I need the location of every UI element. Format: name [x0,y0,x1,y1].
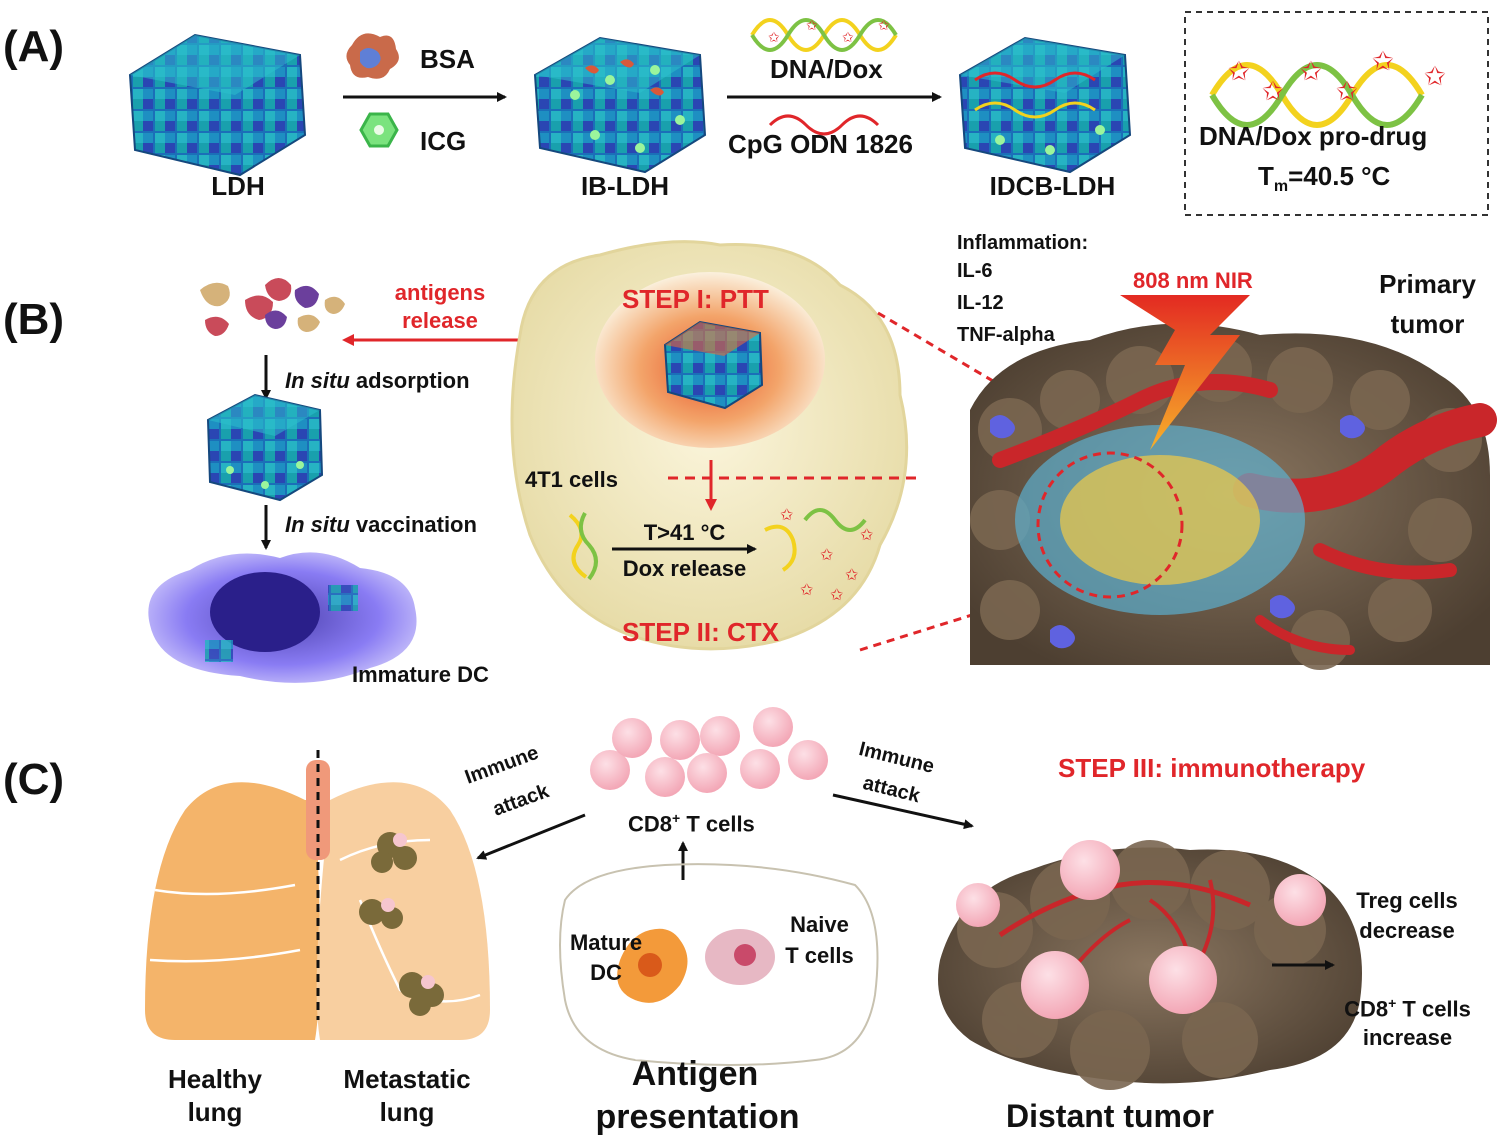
adsorbed-ldh-crystal [206,393,324,502]
naive-t-cells-label-1: Naive [790,912,849,937]
cells-4t1-label: 4T1 cells [525,467,618,492]
il12-label: IL-12 [957,292,1004,314]
cd8-superscript: + [672,810,681,826]
immature-dc-label: Immature DC [352,662,489,687]
cd8inc-rest: T cells [1396,996,1471,1022]
cpg-odn-label: CpG ODN 1826 [728,129,913,159]
svg-text:✩: ✩ [860,525,874,544]
in-situ-adsorption-label: In situ adsorption [285,368,470,393]
treg-cells-label-1: Treg cells [1356,888,1458,913]
tm-subscript: m [1273,178,1289,196]
step1-label: STEP I: PTT [622,284,769,314]
idcb-ldh-crystal [958,36,1132,174]
nir-lightning-bolt [1120,295,1250,450]
svg-text:✩: ✩ [878,18,890,34]
mature-dc-label-1: Mature [569,930,643,955]
immature-dc-cell [148,552,417,683]
tnf-alpha-label: TNF-alpha [957,324,1055,346]
bsa-protein-icon [346,33,399,79]
adsorption-rest: adsorption [349,368,470,393]
arrow-immune-attack-right [832,793,974,830]
tm-value: =40.5 °C [1288,161,1391,191]
vaccination-rest: vaccination [349,512,477,537]
antigen-fragments [200,278,345,336]
temperature-label: T>41 °C [643,520,726,545]
distant-tumor [938,840,1362,1090]
step3-label: STEP III: immunotherapy [1058,753,1366,783]
in-situ-vaccination-label: In situ vaccination [285,512,477,537]
dna-dox-strand-icon: ✩ ✩ ✩ ✩ [750,18,898,52]
metastatic-lung-label-1: Metastatic [343,1064,471,1094]
prodrug-strand-icon: ✩ ✩ ✩ ✩ ✩ ✩ [1209,47,1446,128]
cd8inc-text: CD8 [1344,996,1389,1022]
antigen-presentation-label-2: presentation [595,1098,800,1136]
healthy-lung-label-2: lung [187,1097,243,1127]
svg-text:✩: ✩ [820,545,834,564]
step2-label: STEP II: CTX [622,617,779,647]
arrow-immune-attack-left [476,813,586,860]
ldh-crystal [128,33,307,177]
antigens-release-label-1: antigens [394,280,486,305]
svg-text:✩: ✩ [768,30,780,46]
antigens-release-label-2: release [402,308,478,333]
metastatic-lung-label-2: lung [379,1097,435,1127]
cd8-increase-label-2: increase [1362,1025,1453,1050]
svg-text:✩: ✩ [1262,77,1284,107]
cd8-t-cells-label: CD8+ T cells [628,810,755,837]
naive-t-cells-label-2: T cells [785,943,854,968]
treg-cells-label-2: decrease [1359,918,1455,943]
icg-label: ICG [420,126,467,156]
svg-text:✩: ✩ [842,30,854,46]
tm-symbol: T [1258,161,1274,191]
svg-text:✩: ✩ [1300,57,1322,87]
svg-text:✩: ✩ [1372,47,1394,77]
vaccination-italic: In situ [285,512,350,537]
released-dox-strands-icon: ✩ ✩ ✩ ✩ ✩ ✩ [764,505,874,604]
dox-strand-icon [568,512,598,581]
adsorption-italic: In situ [285,368,350,393]
mature-dc-label-2: DC [590,960,622,985]
antigen-presentation-cell [559,863,879,1066]
primary-tumor-scene [970,323,1497,670]
svg-text:✩: ✩ [1228,57,1250,87]
svg-text:✩: ✩ [830,585,844,604]
svg-text:✩: ✩ [780,505,794,524]
svg-text:✩: ✩ [1424,62,1446,92]
primary-tumor-label-2: tumor [1390,309,1465,339]
panel-c-label: (C) [3,755,65,804]
panel-a-label: (A) [3,22,65,71]
dox-release-label: Dox release [622,556,747,581]
tm-label: Tm=40.5 °C [1258,161,1391,197]
nir-label: 808 nm NIR [1133,268,1253,293]
inflammation-label: Inflammation: [957,232,1089,254]
il6-label: IL-6 [957,260,993,282]
cpg-odn-strand-icon [768,114,880,136]
cd8-increase-label-1: CD8+ T cells [1325,995,1490,1022]
panel-b-label: (B) [3,295,65,344]
svg-text:✩: ✩ [1336,77,1358,107]
svg-text:✩: ✩ [806,18,818,34]
ib-ldh-crystal [533,36,707,174]
ib-ldh-label: IB-LDH [580,171,670,201]
lung-pair [145,750,490,1040]
healthy-lung-label-1: Healthy [168,1064,262,1094]
bsa-label: BSA [420,44,475,74]
svg-text:✩: ✩ [800,580,814,599]
cd8inc-superscript: + [1388,995,1397,1011]
icg-core-dot [374,125,384,135]
cd8-rest: T cells [680,811,755,837]
ldh-label: LDH [211,171,265,201]
tumor-cell-4t1 [510,240,909,651]
antigen-presentation-label-1: Antigen [631,1055,759,1093]
idcb-ldh-label: IDCB-LDH [989,171,1116,201]
primary-tumor-label-1: Primary [1379,269,1476,299]
dna-dox-label: DNA/Dox [770,54,883,84]
cd8-text: CD8 [628,811,673,837]
svg-text:✩: ✩ [845,565,859,584]
cd8-t-cell-cluster [590,707,828,797]
distant-tumor-label: Distant tumor [1006,1098,1214,1134]
prodrug-label: DNA/Dox pro-drug [1199,121,1428,151]
